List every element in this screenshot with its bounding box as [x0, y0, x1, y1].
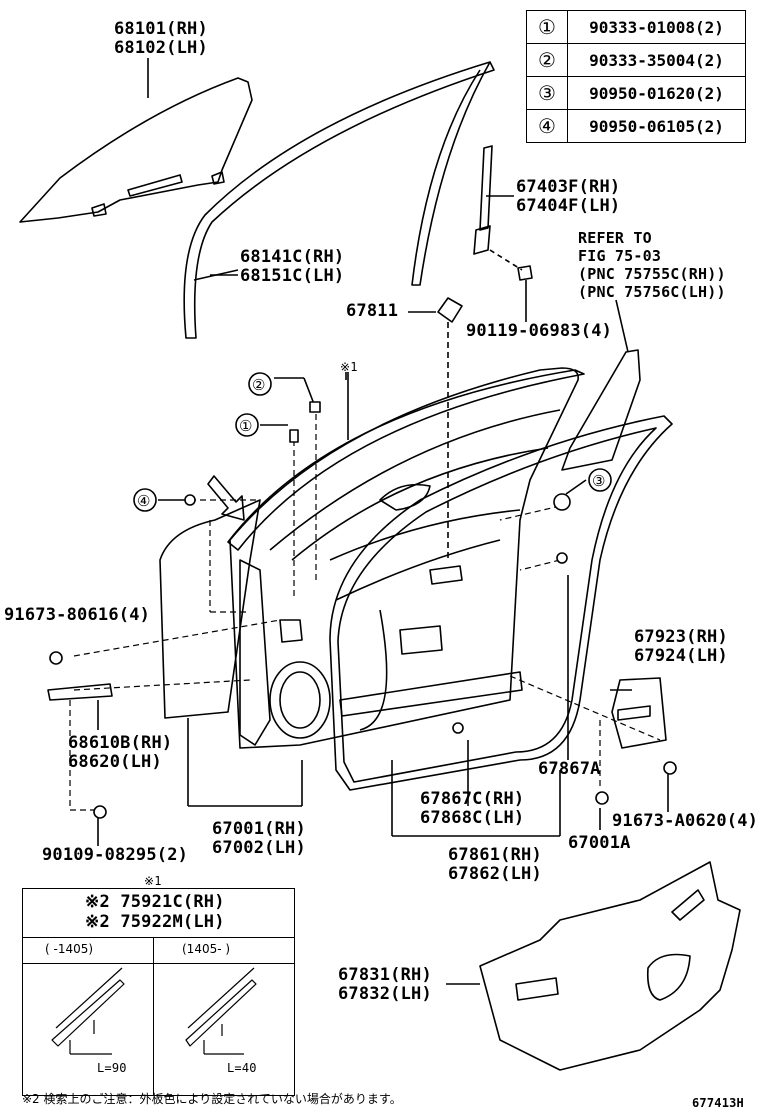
window-glass — [19, 58, 253, 223]
inset-divider — [153, 963, 154, 1095]
label-film-rh: 67831(RH) — [338, 965, 432, 985]
part-number: 90950-06105(2) — [567, 109, 746, 143]
inset-line-2: ※2 75922M(LH) — [85, 912, 225, 932]
weatherstrip — [329, 415, 673, 791]
label-refer-2: FIG 75-03 — [578, 247, 662, 265]
callout-4: ④ — [137, 492, 151, 510]
label-ws-lh: 67862(LH) — [448, 864, 542, 884]
table-row: ④ 90950-06105(2) — [526, 109, 746, 143]
inset-col-1: ( -1405) — [23, 937, 154, 964]
leader-lines — [97, 195, 669, 985]
callout-circles — [133, 372, 612, 512]
mirror-bracket — [561, 349, 641, 471]
label-clip-lh: 67868C(LH) — [420, 808, 525, 828]
label-film-lh: 67832(LH) — [338, 984, 432, 1004]
label-90109: 90109-08295(2) — [42, 845, 189, 865]
callout-3: ③ — [592, 472, 606, 490]
part-number: 90333-35004(2) — [567, 43, 746, 77]
figure-id: 677413H — [692, 1096, 744, 1110]
inset-box: ※2 75921C(RH) ※2 75922M(LH) ( -1405) (14… — [22, 888, 295, 1096]
label-refer-1: REFER TO — [578, 229, 652, 247]
table-row: ① 90333-01008(2) — [526, 10, 746, 44]
callout-num: ③ — [526, 76, 568, 110]
label-cover-rh: 67923(RH) — [634, 627, 728, 647]
rear-frame — [473, 145, 533, 322]
callout-num: ② — [526, 43, 568, 77]
label-door-rh: 67001(RH) — [212, 819, 306, 839]
fasteners — [49, 401, 677, 819]
label-run-rh: 68141C(RH) — [240, 247, 345, 267]
label-refer-3: (PNC 75755C(RH)) — [578, 265, 726, 283]
part-67811 — [437, 297, 463, 323]
callout-num: ① — [526, 10, 568, 44]
inset-sketches — [51, 967, 257, 1055]
label-91673a: 91673-80616(4) — [4, 605, 151, 625]
inset-col-1-label: ( -1405) — [45, 942, 94, 956]
label-ws-rh: 67861(RH) — [448, 845, 542, 865]
table-row: ③ 90950-01620(2) — [526, 76, 746, 110]
label-glass-rh: 68101(RH) — [114, 19, 208, 39]
callout-2: ② — [252, 376, 266, 394]
footnote: ※2 検索上のご注意：外板色により設定されていない場合があります。 — [22, 1092, 402, 1106]
note-mark-1: ※1 — [340, 360, 358, 374]
reference-table: ① 90333-01008(2) ② 90333-35004(2) ③ 9095… — [526, 10, 746, 143]
door-frame — [227, 369, 585, 561]
part-number: 90333-01008(2) — [567, 10, 746, 44]
table-row: ② 90333-35004(2) — [526, 43, 746, 77]
service-cover — [611, 677, 667, 749]
inset-col-2-label: (1405- ) — [182, 942, 231, 956]
label-67867a: 67867A — [538, 759, 601, 779]
callout-num: ④ — [526, 109, 568, 143]
label-refer-4: (PNC 75756C(LH)) — [578, 283, 726, 301]
part-number: 90950-01620(2) — [567, 76, 746, 110]
inset-len-2: L=40 — [227, 1061, 257, 1075]
callout-1: ① — [239, 417, 253, 435]
label-67811: 67811 — [346, 301, 399, 321]
label-check-lh: 68620(LH) — [68, 752, 162, 772]
silencer-film — [479, 861, 741, 1071]
inset-header: ※2 75921C(RH) ※2 75922M(LH) — [23, 889, 294, 938]
inset-mark: ※1 — [144, 874, 162, 888]
label-frame-lh: 67404F(LH) — [516, 196, 621, 216]
label-cover-lh: 67924(LH) — [634, 646, 728, 666]
label-frame-rh: 67403F(RH) — [516, 177, 621, 197]
label-check-rh: 68610B(RH) — [68, 733, 173, 753]
label-run-lh: 68151C(LH) — [240, 266, 345, 286]
inset-line-1: ※2 75921C(RH) — [85, 892, 225, 912]
arrow-icon — [207, 475, 245, 521]
glass-run — [183, 61, 495, 339]
label-91673b: 91673-A0620(4) — [612, 811, 759, 831]
label-90119: 90119-06983(4) — [466, 321, 613, 341]
label-clip-rh: 67867C(RH) — [420, 789, 525, 809]
label-67001a: 67001A — [568, 833, 631, 853]
door-outer-panel — [159, 367, 579, 749]
inset-len-1: L=90 — [97, 1061, 127, 1075]
assembly-lines — [69, 414, 661, 811]
label-door-lh: 67002(LH) — [212, 838, 306, 858]
door-check — [47, 683, 113, 701]
label-glass-lh: 68102(LH) — [114, 38, 208, 58]
inset-col-2: (1405- ) — [154, 937, 294, 964]
door-inner — [239, 483, 523, 746]
